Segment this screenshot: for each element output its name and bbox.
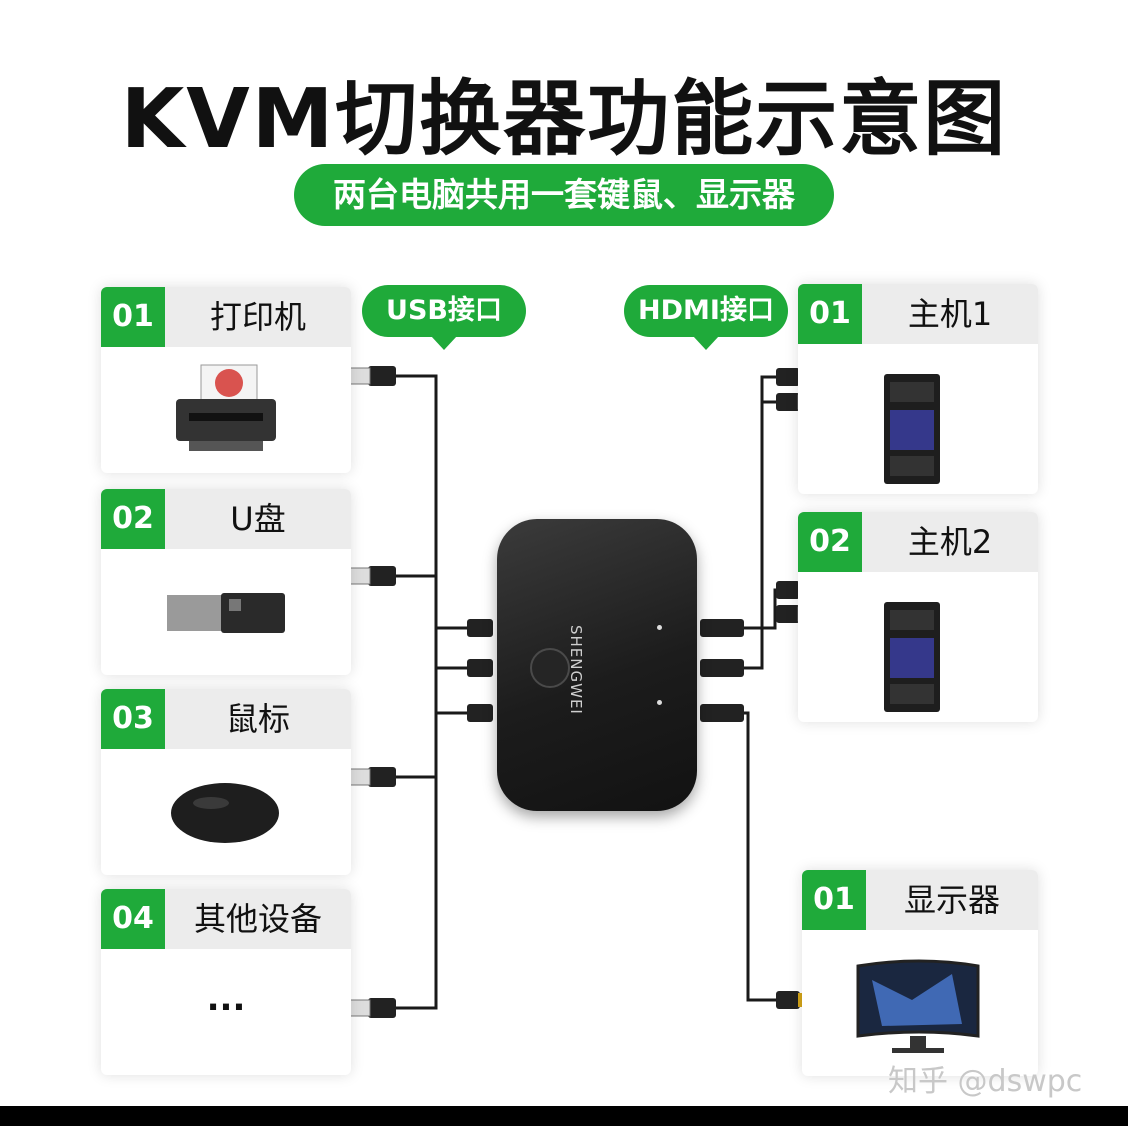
card-title: 主机1 xyxy=(907,295,993,333)
ellipsis-icon: ... xyxy=(206,979,246,1019)
monitor-icon xyxy=(856,959,980,1053)
device-card-host2: 02 主机2 xyxy=(798,512,1038,722)
device-card-printer: 01 打印机 xyxy=(101,287,351,473)
card-title: 鼠标 xyxy=(225,700,290,738)
hdmi-port-label: HDMI接口 xyxy=(624,285,788,350)
led-indicator xyxy=(657,625,662,630)
usb-plug-icon xyxy=(349,998,396,1018)
subtitle-badge: 两台电脑共用一套键鼠、显示器 xyxy=(294,164,834,226)
device-card-host1: 01 主机1 xyxy=(798,284,1038,494)
card-number: 03 xyxy=(101,689,165,749)
kvm-switch-button xyxy=(530,648,570,688)
device-card-usb-drive: 02 U盘 xyxy=(101,489,351,675)
kvm-brand-text: SHENGWEI xyxy=(567,625,585,715)
printer-icon xyxy=(176,364,276,451)
card-number: 02 xyxy=(798,512,862,572)
watermark-text: 知乎 @dswpc xyxy=(888,1064,1083,1099)
mouse-icon xyxy=(171,783,279,843)
usb-port-label: USB接口 xyxy=(362,285,526,350)
bottom-bar xyxy=(0,1106,1128,1126)
diagram-title: KVM切换器功能示意图 xyxy=(120,72,1008,167)
card-number: 01 xyxy=(101,287,165,347)
usb-plug-icon xyxy=(349,366,396,386)
device-card-monitor: 01 显示器 xyxy=(802,870,1038,1076)
pc-tower-icon xyxy=(884,602,940,712)
card-number: 02 xyxy=(101,489,165,549)
kvm-switch-device xyxy=(497,519,697,811)
device-card-other: 04 其他设备 ... xyxy=(101,889,351,1075)
device-card-mouse: 03 鼠标 xyxy=(101,689,351,875)
card-title: 其他设备 xyxy=(193,900,322,938)
led-indicator xyxy=(657,700,662,705)
usb-drive-icon xyxy=(167,593,285,633)
card-title: U盘 xyxy=(230,500,286,538)
card-title: 主机2 xyxy=(907,523,993,561)
card-number: 01 xyxy=(802,870,866,930)
card-number: 01 xyxy=(798,284,862,344)
usb-plug-icon xyxy=(349,767,396,787)
card-number: 04 xyxy=(101,889,165,949)
pc-tower-icon xyxy=(884,374,940,484)
usb-plug-icon xyxy=(349,566,396,586)
card-title: 打印机 xyxy=(209,298,306,336)
card-title: 显示器 xyxy=(903,881,1000,919)
